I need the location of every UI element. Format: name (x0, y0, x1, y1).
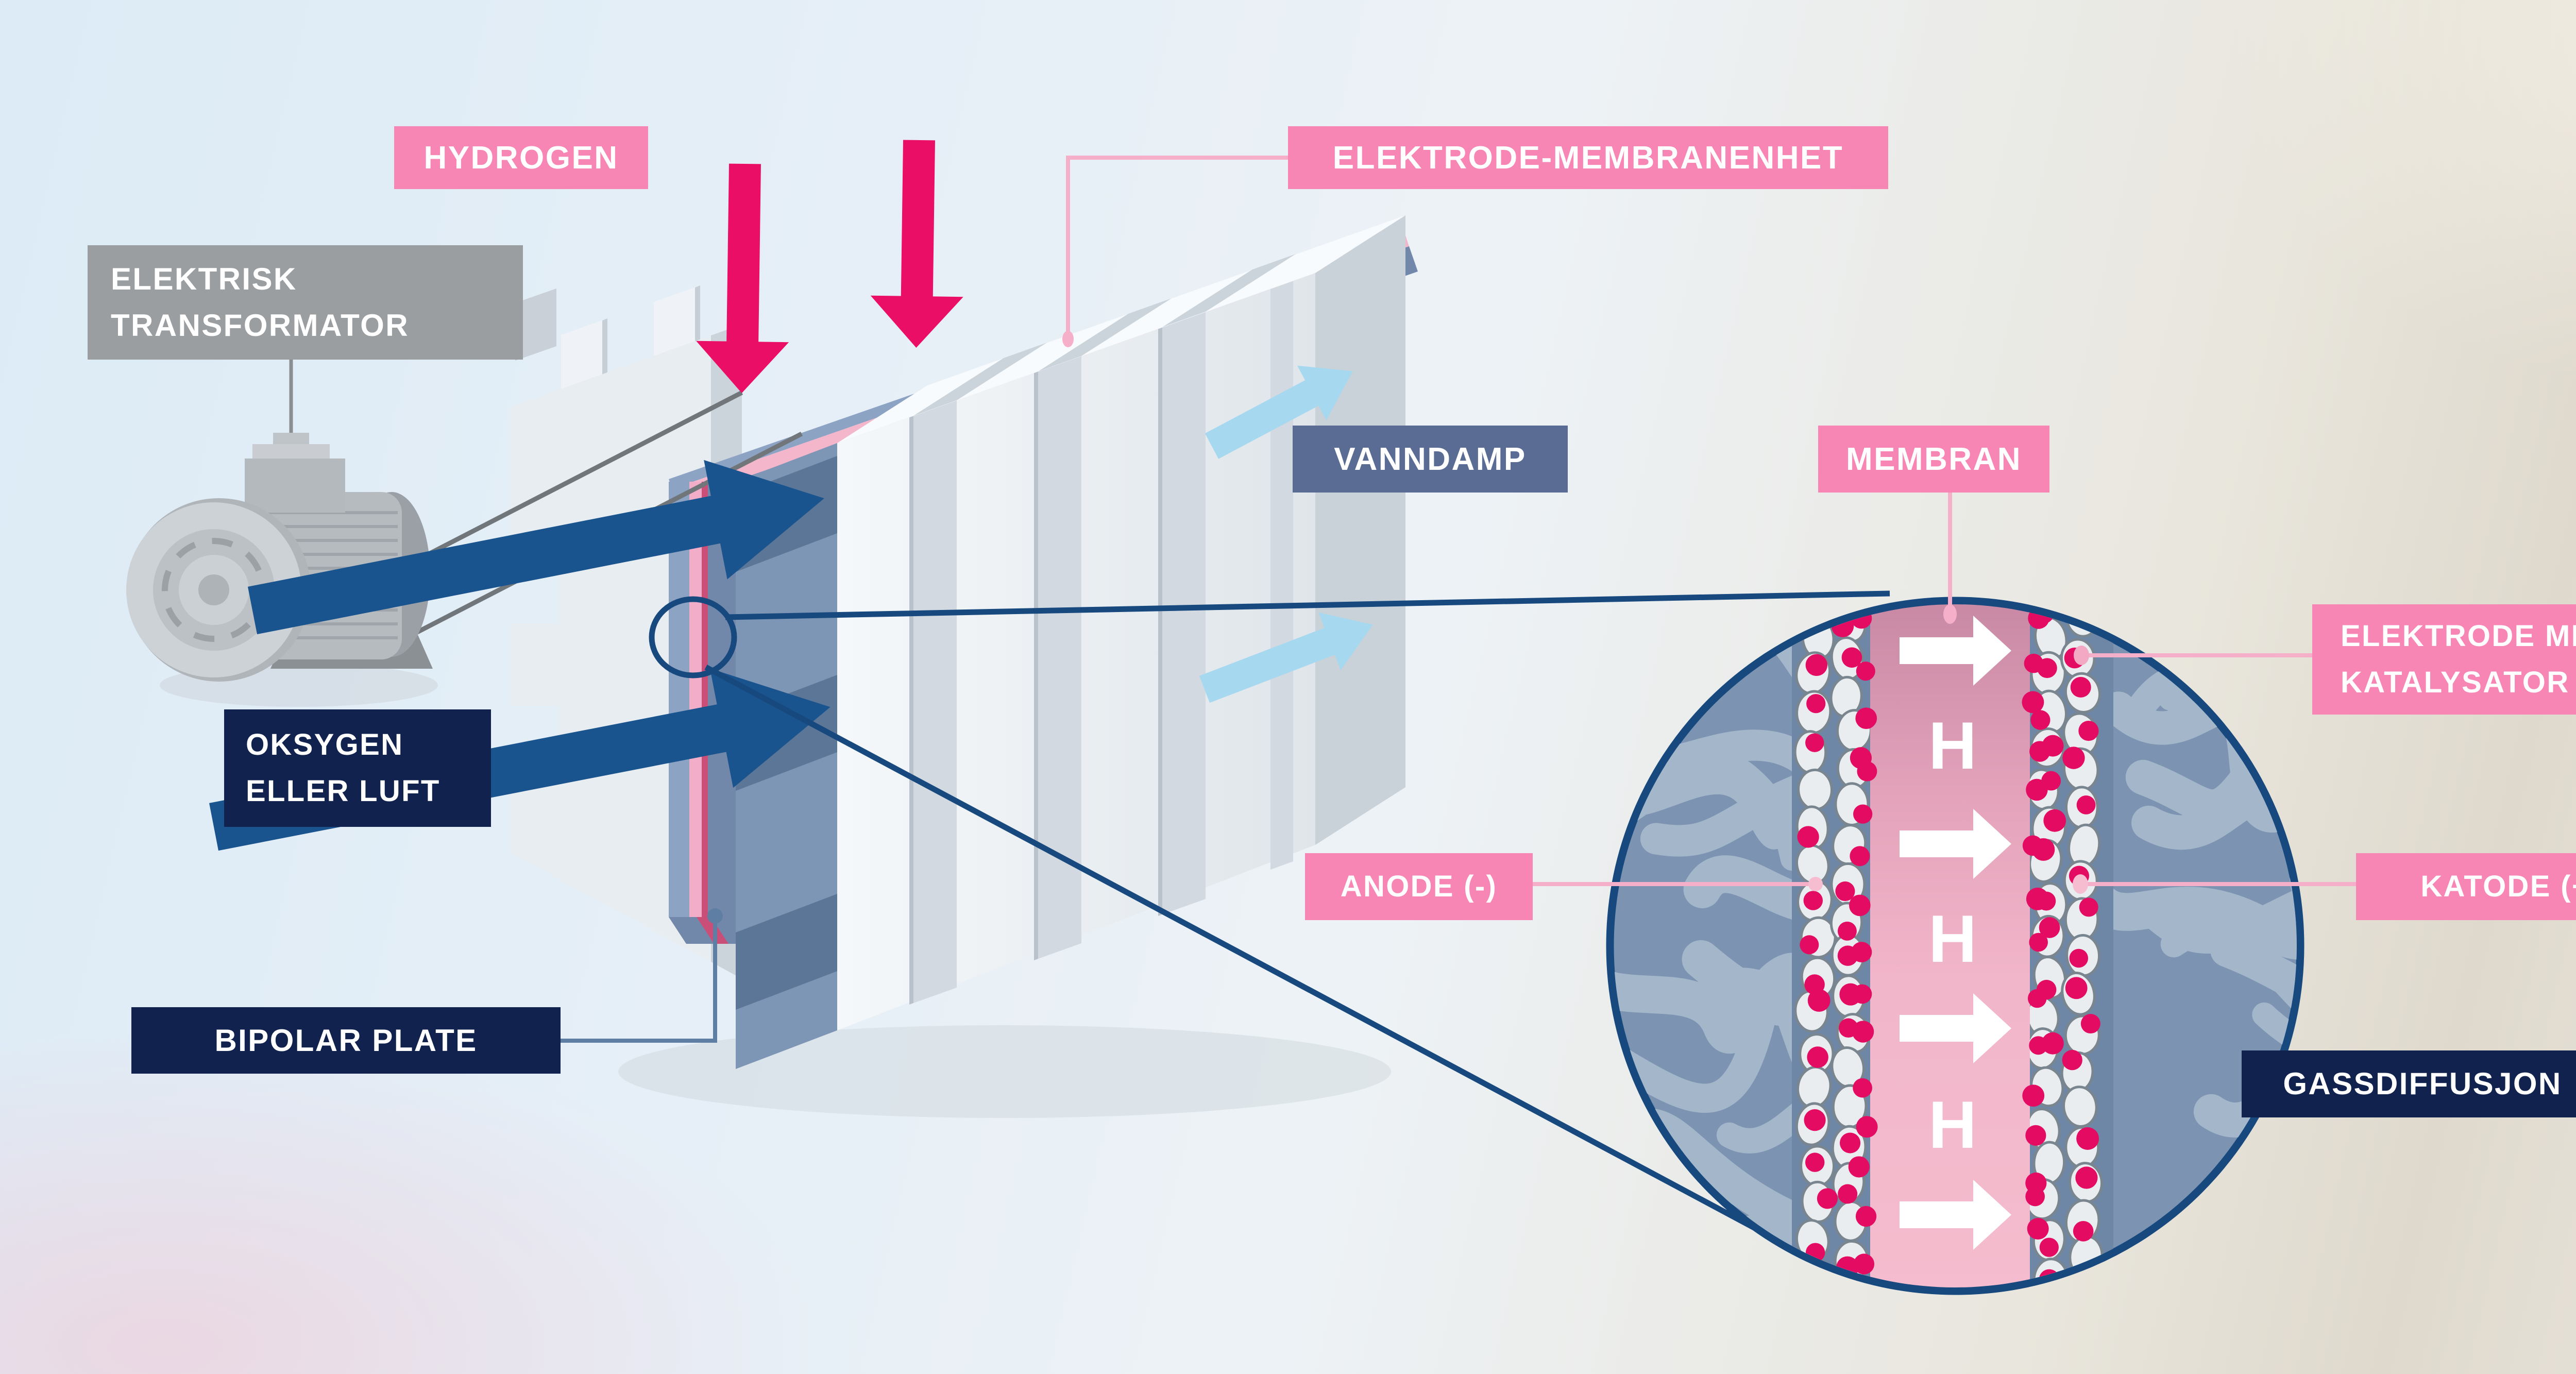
label-connectors (561, 156, 2356, 1043)
label-bipolar-plate-text: BIPOLAR PLATE (214, 1023, 478, 1058)
label-elektrisk-transformator: ELEKTRISK TRANSFORMATOR (88, 245, 523, 360)
label-elektrisk-line1: ELEKTRISK (111, 262, 297, 296)
proton-flow: H H H (1900, 616, 2011, 1250)
magnifier-ellipse (649, 596, 737, 678)
fuel-cell-stack (510, 215, 1418, 1069)
label-gassdiffusjon: GASSDIFFUSJON (2242, 1050, 2576, 1117)
label-elektrode-membranenhet: ELEKTRODE-MEMBRANENHET (1288, 126, 1888, 189)
label-elektrisk-line2: TRANSFORMATOR (111, 308, 409, 343)
label-elektrode-med-katalysator: ELEKTRODE MED KATALYSATOR (2312, 604, 2576, 715)
label-katalysator-line1: ELEKTRODE MED (2341, 619, 2576, 653)
magnifier (649, 590, 1890, 1248)
h-symbol-1: H (1928, 708, 1977, 783)
steam-arrow-2 (1199, 612, 1373, 703)
stack-shadow (618, 1025, 1391, 1118)
label-oksygen-line1: OKSYGEN (246, 728, 404, 762)
label-bipolar-plate: BIPOLAR PLATE (131, 1007, 561, 1074)
label-anode: ANODE (-) (1305, 853, 1533, 920)
label-oksygen-eller-luft: OKSYGEN ELLER LUFT (224, 709, 491, 827)
label-gassdiffusjon-text: GASSDIFFUSJON (2283, 1066, 2562, 1101)
label-katode-text: KATODE (+) (2420, 870, 2576, 904)
label-hydrogen-text: HYDROGEN (423, 140, 619, 176)
label-membran-text: MEMBRAN (1845, 441, 2022, 477)
label-vanndamp-text: VANNDAMP (1334, 441, 1527, 477)
label-katode: KATODE (+) (2356, 853, 2576, 920)
h-symbol-3: H (1928, 1087, 1977, 1162)
magnifier-beam-bottom (704, 665, 1789, 1248)
label-oksygen-line2: ELLER LUFT (246, 774, 440, 808)
front-bipolar-plate (837, 215, 1405, 1030)
label-katalysator-line2: KATALYSATOR (2341, 666, 2570, 699)
hydrogen-arrow-1 (696, 163, 789, 393)
electric-motor-icon (126, 433, 433, 682)
label-hydrogen: HYDROGEN (394, 126, 648, 189)
oxygen-arrow-1 (247, 460, 824, 635)
label-elektrode-membranenhet-text: ELEKTRODE-MEMBRANENHET (1332, 140, 1844, 176)
h-symbol-2: H (1928, 901, 1977, 976)
label-membran: MEMBRAN (1818, 426, 2049, 493)
motor-wire-1 (387, 390, 743, 577)
magnifier-beam-top (725, 590, 1890, 620)
membrane-band (1870, 604, 2030, 1287)
label-vanndamp: VANNDAMP (1293, 426, 1568, 493)
steam-arrow-1 (1205, 365, 1353, 459)
hydrogen-arrow-2 (870, 140, 963, 348)
label-anode-text: ANODE (-) (1340, 870, 1498, 904)
